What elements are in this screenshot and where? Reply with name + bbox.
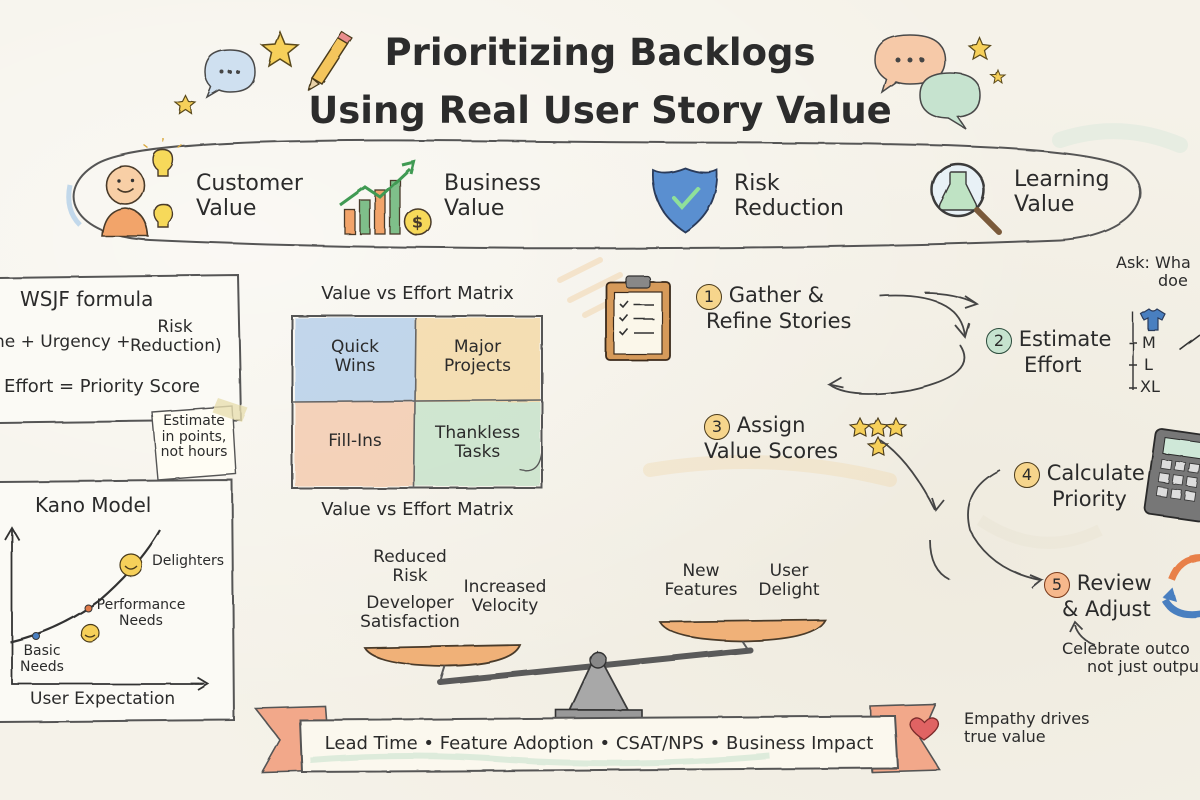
kano-x-label: User Expectation	[30, 689, 176, 709]
metrics-ribbon-text: Lead Time • Feature Adoption • CSAT/NPS …	[324, 733, 874, 754]
scale-reduced-risk: Reduced Risk	[373, 547, 447, 587]
star-icon	[967, 36, 993, 61]
title-line-1: Prioritizing Backlogs	[384, 31, 816, 74]
speech-bubble-icon	[204, 49, 256, 99]
matrix-quadrant-shape	[295, 402, 415, 486]
value-type-risk: Risk Reduction	[734, 171, 844, 221]
title-line-2: Using Real User Story Value	[308, 89, 892, 132]
star-icon	[260, 30, 300, 68]
calculator-icon	[1144, 428, 1200, 522]
celebrate-note: Celebrate outco not just outpu	[1062, 639, 1200, 676]
step-number-badge: 3	[704, 414, 730, 440]
bar-chart-dollar-icon: $	[339, 159, 432, 236]
size-label-l: L	[1144, 355, 1153, 374]
title-doodles	[173, 30, 1007, 130]
wsjf-sticky-note: Estimate in points, not hours	[160, 413, 228, 461]
tshirt-size-icon	[1129, 308, 1200, 390]
metrics-ribbon-shape	[253, 703, 942, 774]
step-number-badge: 5	[1044, 572, 1070, 598]
wsjf-card-shape	[0, 273, 248, 481]
scale-developer-satisfaction: Developer Satisfaction	[360, 593, 460, 633]
matrix-title-top: Value vs Effort Matrix	[321, 283, 514, 304]
balance-scale-shape	[363, 619, 827, 723]
shield-check-icon	[652, 167, 718, 234]
value-types-banner	[72, 139, 1141, 250]
value-effort-matrix-shape	[291, 315, 543, 489]
stars-icon	[848, 416, 908, 456]
size-label-xl: XL	[1140, 377, 1160, 396]
scale-increased-velocity: Increased Velocity	[463, 577, 547, 617]
process-step-3: 3 Assign Value Scores	[704, 413, 839, 463]
kano-basic-needs: Basic Needs	[20, 643, 64, 675]
ask-question: Ask: Wha doe	[1116, 253, 1191, 290]
matrix-quadrant-shape	[295, 318, 415, 402]
smiley-icon	[80, 623, 100, 643]
cycle-arrows-icon	[1161, 554, 1200, 619]
kano-title: Kano Model	[35, 493, 152, 517]
kano-delighters: Delighters	[152, 553, 225, 569]
value-type-customer: Customer Value	[196, 171, 303, 221]
process-step-4: 4 Calculate Priority	[1014, 461, 1145, 512]
empathy-note: Empathy drives true value	[964, 709, 1090, 746]
process-step-5: 5 Review & Adjust	[1044, 571, 1152, 622]
svg-text:$: $	[412, 213, 423, 232]
speech-bubbles-icon	[874, 34, 981, 130]
process-step-2: 2 Estimate Effort	[986, 327, 1111, 378]
kano-card-shape	[0, 478, 236, 723]
scale-user-delight: User Delight	[758, 561, 820, 601]
magnifier-flask-icon	[930, 162, 1002, 235]
star-icon	[173, 93, 197, 115]
step-number-badge: 1	[696, 284, 722, 310]
matrix-major-projects: Major Projects	[443, 337, 512, 377]
star-icon	[989, 68, 1007, 85]
scale-new-features: New Features	[664, 561, 738, 601]
value-type-learning: Learning Value	[1014, 167, 1110, 217]
wsjf-risk-reduction: Risk Reduction)	[130, 317, 222, 357]
matrix-thankless-tasks: Thankless Tasks	[434, 423, 521, 463]
size-label-m: M	[1142, 333, 1156, 352]
value-type-business: Business Value	[444, 171, 542, 221]
process-flow-arrows	[827, 292, 1096, 646]
matrix-fill-ins: Fill-Ins	[328, 431, 382, 451]
step-number-badge: 4	[1014, 462, 1040, 488]
wsjf-formula-line-2: Effort = Priority Score	[4, 376, 200, 397]
heart-icon	[908, 716, 940, 741]
matrix-quadrant-shape	[415, 318, 540, 402]
wsjf-formula-line-1: ne + Urgency +	[0, 332, 131, 352]
matrix-quick-wins: Quick Wins	[330, 337, 380, 377]
laughing-face-icon	[119, 553, 143, 577]
kano-performance-needs: Performance Needs	[96, 597, 186, 629]
step-number-badge: 2	[986, 328, 1012, 354]
wsjf-title: WSJF formula	[20, 287, 154, 311]
matrix-quadrant-shape	[415, 402, 540, 486]
pencil-icon	[308, 31, 353, 92]
process-step-1: 1 Gather & Refine Stories	[696, 283, 851, 334]
clipboard-checklist-icon	[605, 275, 671, 361]
matrix-title-bottom: Value vs Effort Matrix	[321, 499, 514, 520]
smiling-person-lightbulb-icon	[101, 138, 183, 237]
